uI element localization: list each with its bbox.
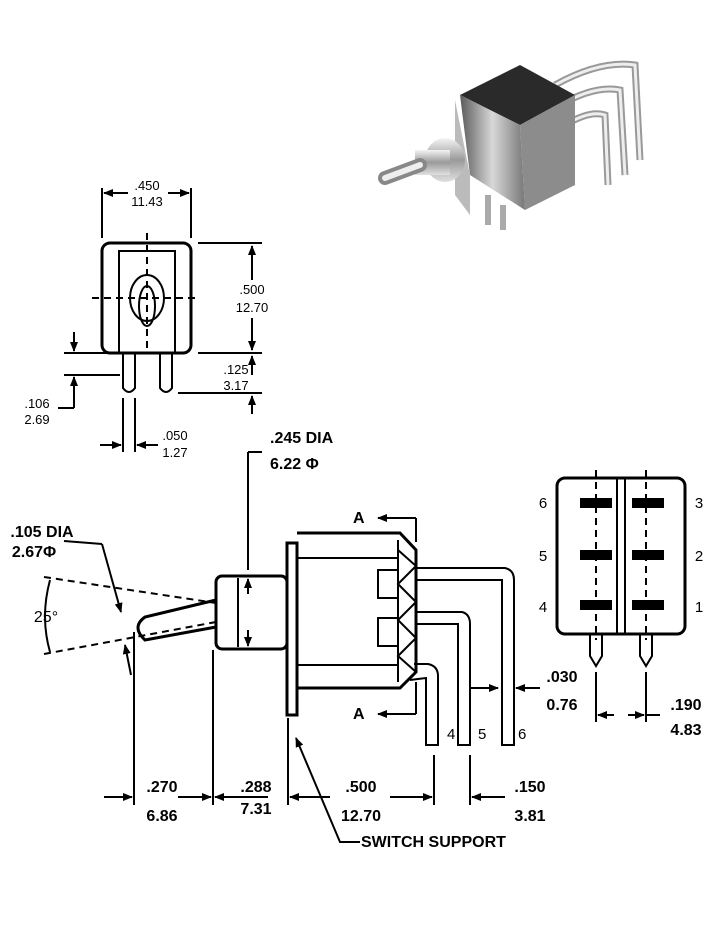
pin-spacing-mm: 4.83 [670,722,701,739]
offset-in: .106 [24,396,49,411]
front-pin-right [159,353,173,393]
pin-label-5: 5 [539,548,547,565]
switch-support-label: SWITCH SUPPORT [361,834,506,851]
dim-500-mm: 12.70 [341,808,381,825]
dim-288-in: .288 [240,779,271,796]
pin-width-in: .050 [162,428,187,443]
front-inner-frame [118,250,176,354]
contact-pads [580,498,664,610]
terminal-6 [416,567,515,746]
dim-150-in: .150 [514,779,545,796]
bottom-pin-left [589,634,603,668]
terminal-label-6: 6 [518,726,526,743]
terminal-label-4: 4 [447,726,455,743]
lever-dia-in: .105 DIA [10,524,74,541]
pin-label-2: 2 [695,548,703,565]
bushing-dia-mm: 6.22 Φ [270,456,319,473]
pin-width-mm: 1.27 [162,445,187,460]
front-bushing [129,274,165,322]
offset-mm: 2.69 [24,412,49,427]
section-a-top: A [353,510,365,527]
pin-label-6: 6 [539,495,547,512]
terminal-5 [416,611,471,746]
front-height-mm: 12.70 [236,300,269,315]
angle-label: 25° [34,609,58,626]
front-pin-left [122,353,136,393]
dim-270-mm: 6.86 [146,808,177,825]
dim-270-in: .270 [146,779,177,796]
front-width-mm: 11.43 [131,194,163,209]
dim-500-in: .500 [345,779,376,796]
lever-dia-mm: 2.67Φ [12,544,56,561]
bottom-pin-right [639,634,653,668]
terminal-thk-in: .030 [546,669,577,686]
terminal-thk-mm: 0.76 [546,697,577,714]
pin-spacing-in: .190 [670,697,701,714]
dim-150-mm: 3.81 [514,808,545,825]
bottom-body-outline [555,476,687,636]
front-height-in: .500 [239,282,264,297]
pin-label-3: 3 [695,495,703,512]
bottom-view: 6 5 4 3 2 1 .190 4.83 [539,470,703,739]
pin-length-mm: 3.17 [223,378,248,393]
bushing-dia-in: .245 DIA [270,430,334,447]
switch-photo [378,60,644,230]
dim-288-mm: 7.31 [240,801,271,818]
side-lever [136,598,217,642]
side-view: 25° .105 DIA 2.67Φ .245 DIA 6.22 Φ A A 4… [10,430,577,851]
terminal-4 [409,663,439,746]
front-width-in: .450 [134,178,159,193]
pin-label-4: 4 [539,599,547,616]
section-a-bottom: A [353,706,365,723]
front-view: .450 11.43 .500 12.70 .125 3.17 .106 2.6… [24,178,268,460]
terminal-label-5: 5 [478,726,486,743]
pin-length-in: .125 [223,362,248,377]
side-bushing [214,574,289,651]
front-lever [138,285,156,327]
pin-label-1: 1 [695,599,703,616]
